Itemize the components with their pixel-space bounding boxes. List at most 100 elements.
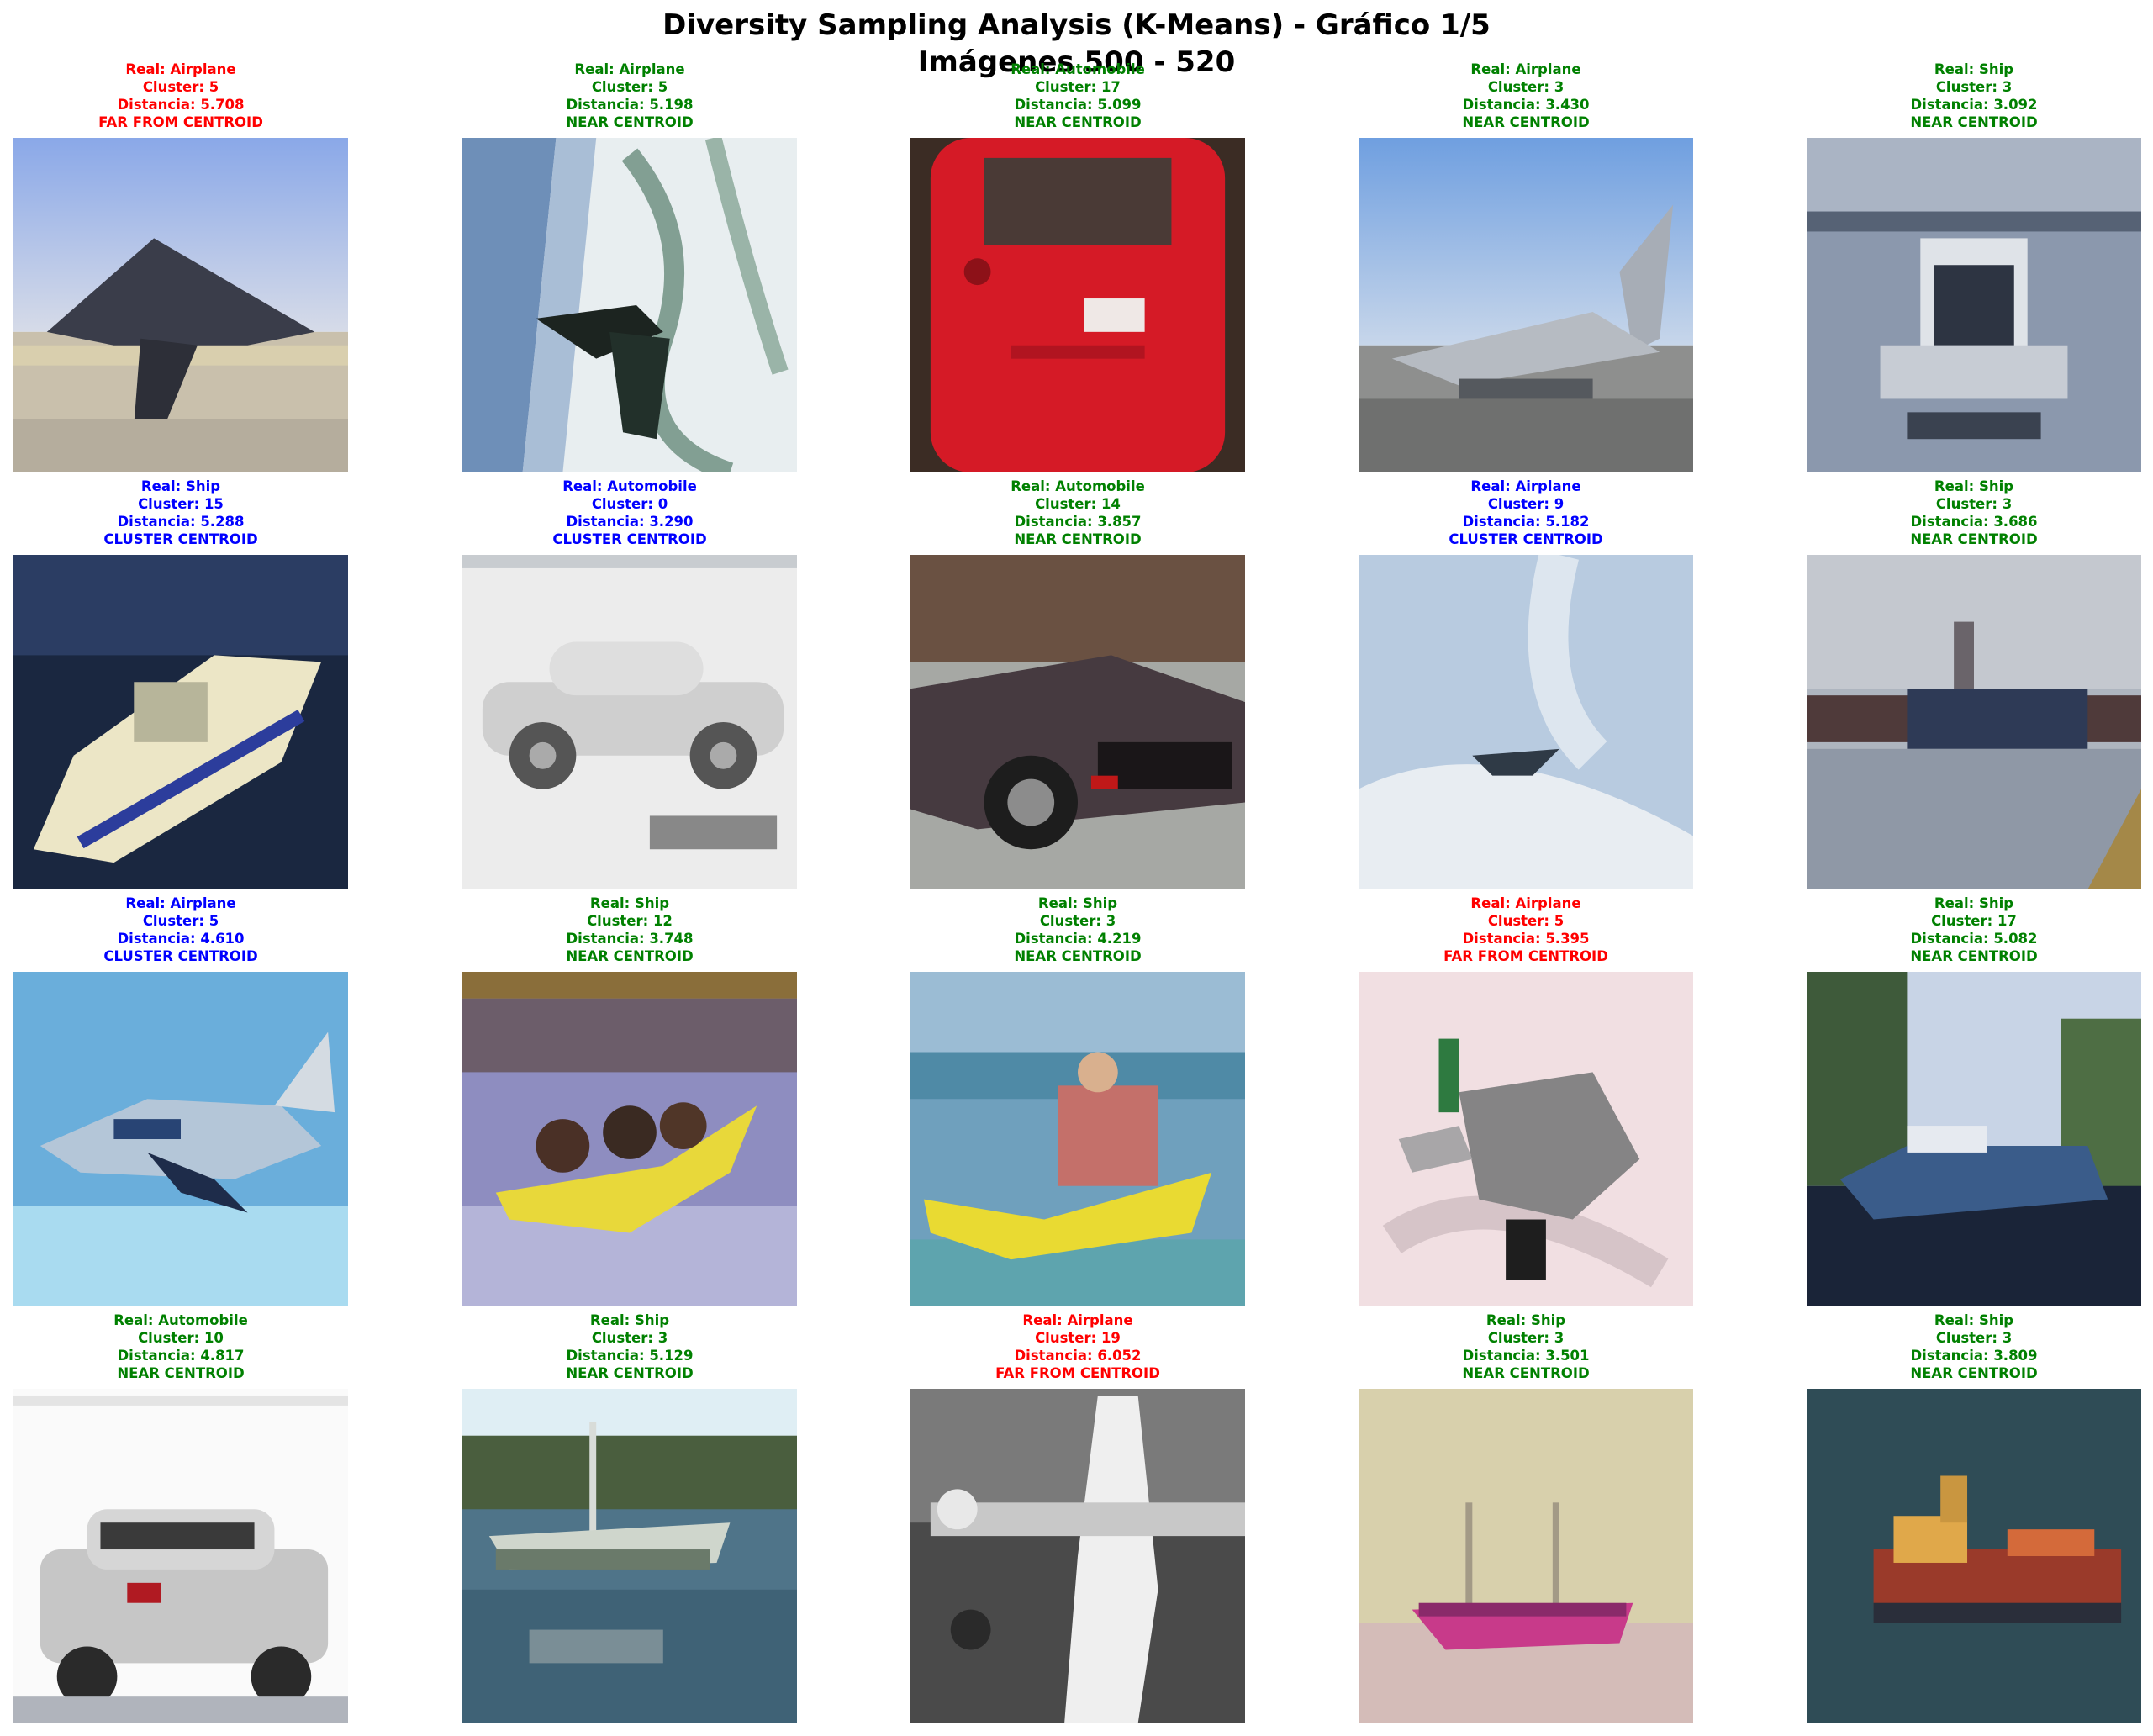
caption-cluster: Cluster: 5 (591, 79, 668, 95)
caption-distance: Distancia: 5.708 (117, 97, 245, 113)
ship-image (13, 555, 348, 889)
caption-status: NEAR CENTROID (1014, 948, 1142, 964)
caption-status: NEAR CENTROID (117, 1365, 245, 1381)
caption-distance: Distancia: 6.052 (1014, 1348, 1142, 1364)
caption-status: NEAR CENTROID (1014, 531, 1142, 547)
caption-distance: Distancia: 5.099 (1014, 97, 1142, 113)
caption-real: Real: Airplane (574, 61, 685, 77)
caption-real: Real: Ship (589, 1312, 670, 1328)
ship-image (462, 972, 797, 1306)
automobile-image (910, 138, 1245, 472)
airplane-image (462, 138, 797, 472)
caption-cluster: Cluster: 3 (1935, 496, 2013, 512)
caption-cluster: Cluster: 12 (587, 913, 673, 929)
caption-real: Real: Automobile (1011, 478, 1145, 494)
caption-real: Real: Airplane (1470, 478, 1581, 494)
caption-status: NEAR CENTROID (1910, 531, 2038, 547)
caption-cluster: Cluster: 3 (1487, 79, 1565, 95)
caption-cluster: Cluster: 14 (1035, 496, 1121, 512)
figure-title-line2: Imágenes 500 - 520 (917, 45, 1236, 79)
ship-image (462, 1389, 797, 1723)
airplane-image (1359, 138, 1693, 472)
caption-distance: Distancia: 3.748 (566, 931, 694, 947)
caption-distance: Distancia: 5.082 (1910, 931, 2038, 947)
ship-image (1807, 555, 2141, 889)
caption-real: Real: Airplane (1022, 1312, 1133, 1328)
caption-real: Real: Ship (140, 478, 221, 494)
caption-status: CLUSTER CENTROID (1449, 531, 1603, 547)
caption-status: NEAR CENTROID (566, 114, 694, 130)
caption-status: NEAR CENTROID (1910, 1365, 2038, 1381)
caption-status: NEAR CENTROID (1462, 1365, 1590, 1381)
caption-distance: Distancia: 3.809 (1910, 1348, 2038, 1364)
caption-real: Real: Ship (1934, 1312, 2014, 1328)
caption-cluster: Cluster: 15 (138, 496, 224, 512)
caption-distance: Distancia: 3.686 (1910, 514, 2038, 530)
caption-status: CLUSTER CENTROID (552, 531, 707, 547)
automobile-image (13, 1389, 348, 1723)
caption-status: NEAR CENTROID (1014, 114, 1142, 130)
caption-real: Real: Automobile (562, 478, 697, 494)
ship-image (1807, 1389, 2141, 1723)
caption-cluster: Cluster: 3 (1935, 1330, 2013, 1346)
caption-distance: Distancia: 4.817 (117, 1348, 245, 1364)
caption-distance: Distancia: 3.092 (1910, 97, 2038, 113)
ship-image (1807, 138, 2141, 472)
caption-distance: Distancia: 5.182 (1462, 514, 1590, 530)
caption-real: Real: Automobile (113, 1312, 248, 1328)
caption-status: NEAR CENTROID (1910, 114, 2038, 130)
caption-distance: Distancia: 3.857 (1014, 514, 1142, 530)
caption-real: Real: Ship (1934, 478, 2014, 494)
caption-distance: Distancia: 3.290 (566, 514, 694, 530)
caption-cluster: Cluster: 5 (1487, 913, 1565, 929)
caption-status: CLUSTER CENTROID (103, 531, 258, 547)
automobile-image (910, 555, 1245, 889)
caption-distance: Distancia: 5.288 (117, 514, 245, 530)
caption-status: NEAR CENTROID (566, 948, 694, 964)
airplane-image (1359, 555, 1693, 889)
caption-distance: Distancia: 5.198 (566, 97, 694, 113)
caption-status: NEAR CENTROID (1910, 948, 2038, 964)
caption-cluster: Cluster: 5 (142, 79, 219, 95)
caption-distance: Distancia: 4.219 (1014, 931, 1142, 947)
caption-distance: Distancia: 5.129 (566, 1348, 694, 1364)
caption-real: Real: Airplane (125, 61, 236, 77)
caption-real: Real: Ship (1037, 895, 1118, 911)
caption-status: FAR FROM CENTROID (995, 1365, 1160, 1381)
caption-cluster: Cluster: 9 (1487, 496, 1565, 512)
ship-image (910, 972, 1245, 1306)
caption-real: Real: Ship (1934, 61, 2014, 77)
caption-status: CLUSTER CENTROID (103, 948, 258, 964)
caption-status: FAR FROM CENTROID (98, 114, 263, 130)
caption-real: Real: Airplane (1470, 61, 1581, 77)
ship-image (1807, 972, 2141, 1306)
caption-real: Real: Automobile (1011, 61, 1145, 77)
caption-cluster: Cluster: 5 (142, 913, 219, 929)
caption-cluster: Cluster: 17 (1931, 913, 2017, 929)
ship-image (1359, 1389, 1693, 1723)
caption-cluster: Cluster: 3 (1039, 913, 1116, 929)
automobile-image (462, 555, 797, 889)
caption-status: NEAR CENTROID (566, 1365, 694, 1381)
caption-cluster: Cluster: 3 (591, 1330, 668, 1346)
caption-cluster: Cluster: 0 (591, 496, 668, 512)
